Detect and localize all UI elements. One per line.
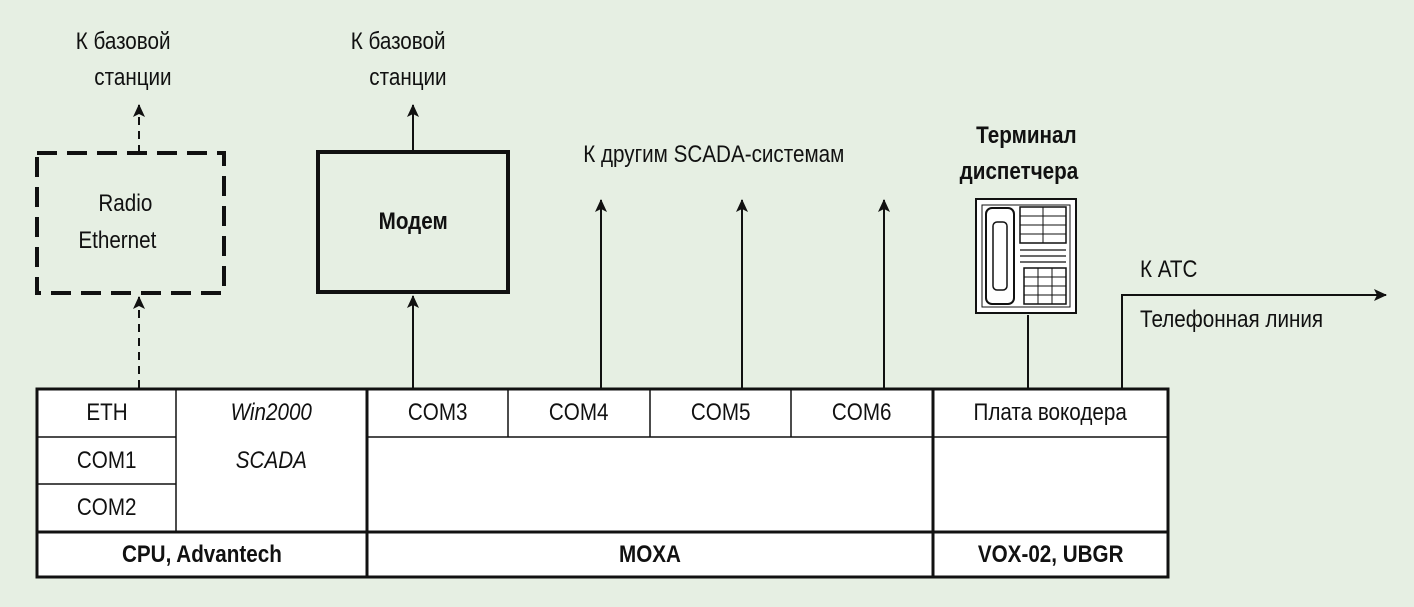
- radio-ethernet-box: [35, 151, 226, 295]
- base-station-label-mid-line1: К базовой: [350, 28, 446, 55]
- moxa-port-com6: COM6: [832, 399, 892, 426]
- vocoder-board: Плата вокодера: [973, 399, 1128, 426]
- base-station-label-mid-line2: станции: [369, 64, 447, 91]
- moxa-port-com5: COM5: [690, 399, 751, 426]
- radio-label-line2: Ethernet: [78, 227, 157, 254]
- modem-label: Модем: [378, 208, 448, 235]
- phone-line-label: Телефонная линия: [1140, 306, 1324, 333]
- radio-label-line1: Radio: [98, 190, 153, 217]
- base-station-label-left-line2: станции: [94, 64, 172, 91]
- unit-box: [35, 387, 1170, 579]
- cpu-software-label: SCADA: [235, 446, 308, 474]
- phone-terminal-icon: [975, 198, 1077, 314]
- base-station-label-left-line1: К базовой: [75, 28, 171, 55]
- terminal-label-line2: диспетчера: [959, 158, 1079, 185]
- moxa-port-com4: COM4: [549, 399, 609, 426]
- cpu-port-com2: COM2: [76, 494, 137, 521]
- cpu-port-com1: COM1: [76, 446, 137, 474]
- terminal-label-line1: Терминал: [976, 122, 1077, 149]
- cpu-os-label: Win2000: [230, 399, 313, 426]
- phone-line-arrow: [1121, 289, 1387, 388]
- ats-label: К АТС: [1140, 256, 1198, 283]
- cpu-port-eth: ETH: [85, 399, 128, 426]
- vox-footer: VOX-02, UBGR: [977, 540, 1124, 568]
- other-scada-label: К другим SCADA-системам: [583, 141, 845, 168]
- moxa-footer: MOXA: [619, 540, 681, 568]
- cpu-footer: CPU, Advantech: [122, 540, 282, 568]
- moxa-port-com3: COM3: [407, 399, 468, 426]
